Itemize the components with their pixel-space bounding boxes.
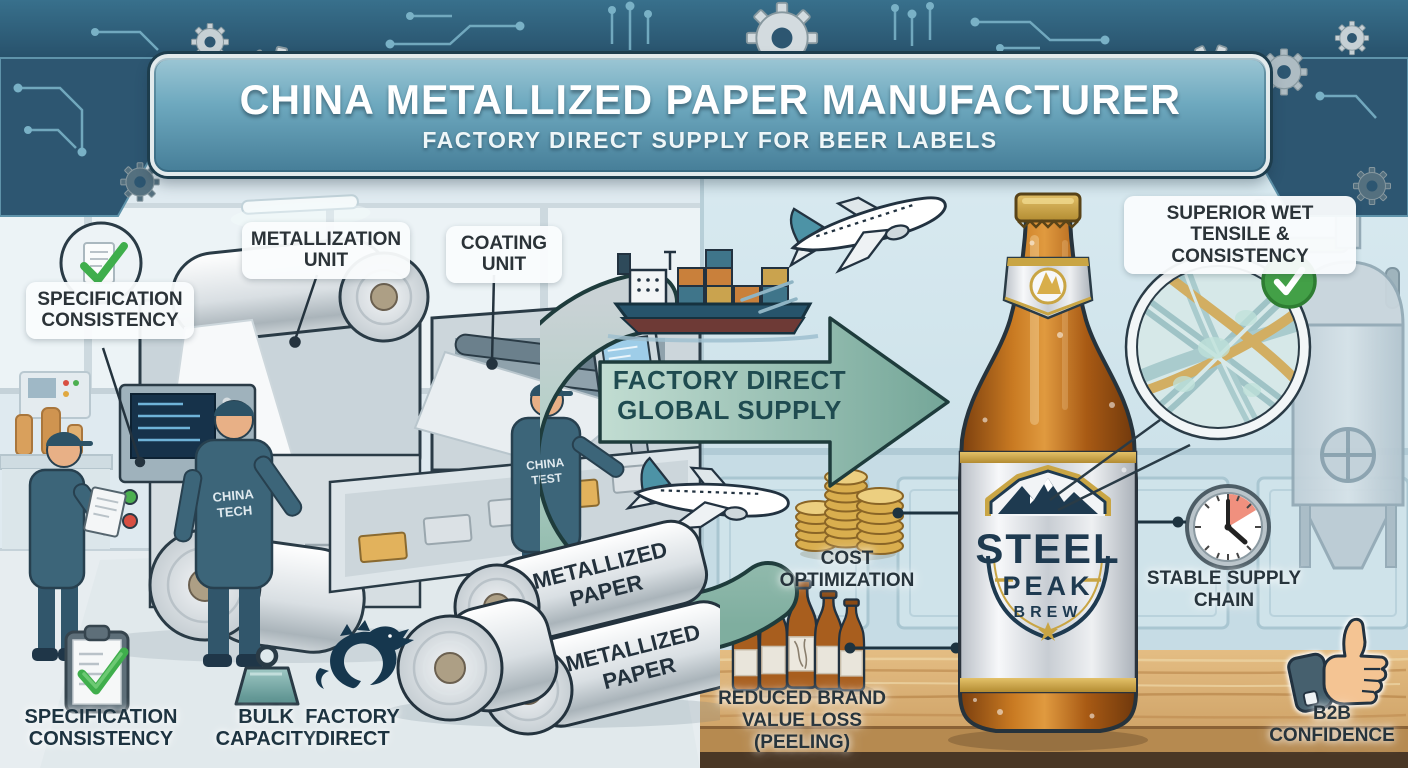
clipboard-in-hand [83,486,127,538]
benefit-label-stable-supply-chain: STABLE SUPPLY CHAIN [1146,568,1302,611]
coating-unit-callout: COATING UNIT [446,226,562,283]
metallization-unit-callout: METALLIZATION UNIT [242,222,410,279]
supply-arrow-label: FACTORY DIRECT GLOBAL SUPPLY [612,365,847,425]
wet-tensile-callout: SUPERIOR WET TENSILE & CONSISTENCY [1124,196,1356,274]
benefit-label-b2b-confidence: B2B CONFIDENCE [1269,703,1395,746]
worker-badge: TEST [531,470,564,487]
worker-badge: CHINA [526,455,566,473]
motion-lines [740,280,798,314]
clock-icon [1185,484,1271,570]
supply-arrow [598,316,950,488]
clipboard-check-icon [64,624,130,714]
condensation-droplets [973,240,1127,719]
coin-stacks-icon [795,468,904,561]
bottle-neck-label [1002,256,1094,320]
panel-divider [700,62,704,654]
brand-line2: PEAK [1002,571,1093,601]
callout-lines [101,274,498,468]
thumbs-up-icon [1287,617,1389,713]
poster-title: CHINA METALLIZED PAPER MANUFACTURER [239,76,1181,123]
title-banner: CHINA METALLIZED PAPER MANUFACTURER FACT… [150,54,1270,176]
feature-label-bulk-capacity: BULK CAPACITY [215,706,317,751]
worker-badge: CHINA [212,486,255,505]
benefit-label-reduced-brand-value-loss: REDUCED BRAND VALUE LOSS (PEELING) [718,688,886,753]
factory-foreground: METALLIZED PAPER METALLIZED PAPER [64,519,720,736]
benefit-label-cost-optimization: COST OPTIMIZATION [779,548,915,591]
paper-roll-end [396,598,559,722]
beer-bottles-icon [730,579,874,698]
weight-icon [234,644,300,706]
cargo-ship-icon [607,249,819,343]
feature-label-factory-direct: FACTORY DIRECT [305,706,400,751]
spec-consistency-callout: SPECIFICATION CONSISTENCY [26,282,194,339]
red-indicator-light [122,513,138,529]
worker-badge: TECH [216,502,253,520]
brand-line1: STEEL [975,525,1120,572]
worker-inspector [28,432,127,661]
brand-line3: BREW [1014,604,1083,621]
poster-subtitle: FACTORY DIRECT SUPPLY FOR BEER LABELS [422,127,998,153]
dragon-icon [315,620,414,689]
beer-bottle: STEEL PEAK BREW [948,192,1148,751]
tech-border [0,0,1408,217]
worker-china-tech: CHINA TECH [173,400,303,667]
circuit-nodes [13,1,1325,157]
bottle-body-label: STEEL PEAK BREW [958,450,1138,694]
bottle-cap [1014,192,1082,229]
feature-label-spec-consistency: SPECIFICATION CONSISTENCY [24,706,178,751]
